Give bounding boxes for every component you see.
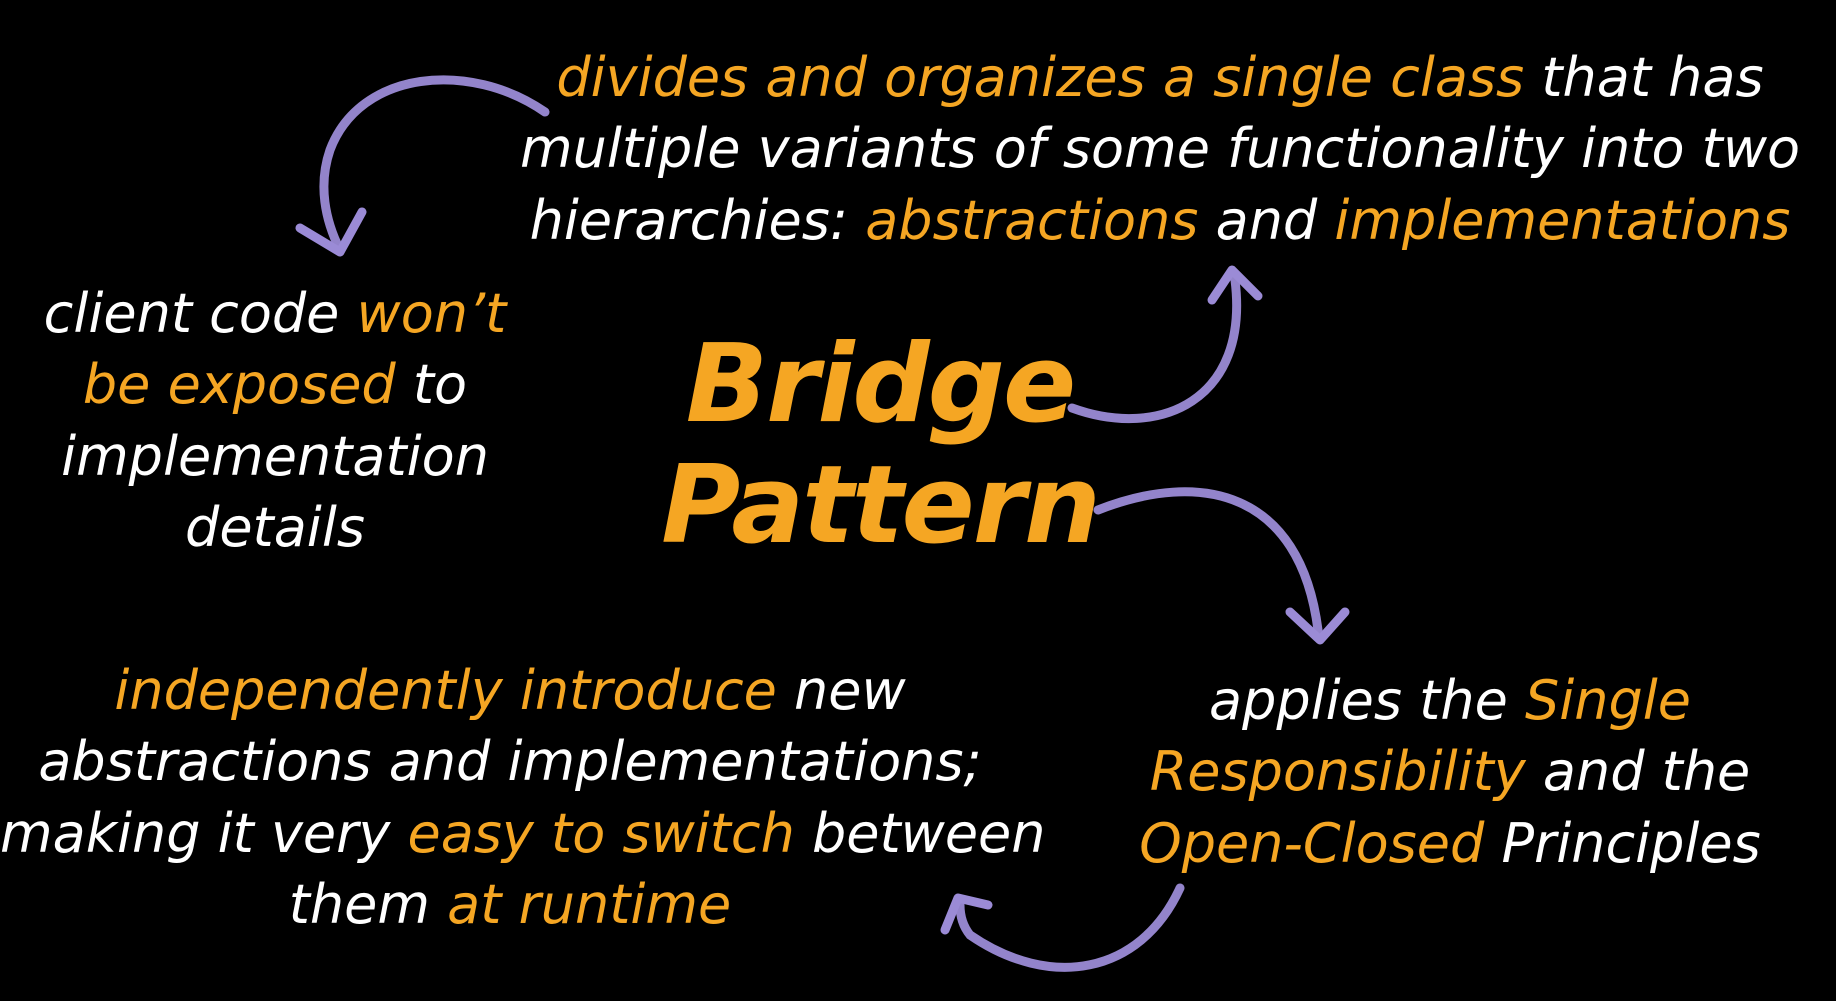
top-line-3-implementations: implementations bbox=[1334, 188, 1791, 252]
bl-line-3-text: making it very bbox=[0, 801, 408, 865]
bl-line-2: abstractions and implementations; bbox=[38, 730, 982, 794]
br-line-3-highlight: Open-Closed bbox=[1139, 811, 1485, 875]
left-line-1-text: client code bbox=[43, 282, 357, 345]
top-to-left-arrow-icon bbox=[295, 75, 550, 257]
bl-line-4: them at runtime bbox=[0, 869, 1020, 940]
bl-line-1-text: new bbox=[776, 659, 906, 722]
diagram-title: Bridge Pattern bbox=[620, 322, 1140, 568]
bl-line-4-highlight: at runtime bbox=[447, 872, 732, 936]
description-client-code: client code won’t be exposed to implemen… bbox=[0, 278, 550, 563]
left-line-2-highlight: be exposed bbox=[82, 353, 396, 417]
left-line-3: implementation bbox=[61, 424, 489, 488]
top-line-3-text: hierarchies: bbox=[529, 188, 866, 252]
top-line-3-and: and bbox=[1198, 188, 1335, 252]
br-line-1: applies the Single bbox=[1090, 665, 1810, 736]
left-line-1-highlight: won’t bbox=[356, 282, 507, 345]
br-line-3-text: Principles bbox=[1484, 811, 1761, 875]
top-line-1-text: that has bbox=[1524, 46, 1764, 109]
description-applies-principles: applies the Single Responsibility and th… bbox=[1090, 665, 1810, 879]
top-line-1: divides and organizes a single class tha… bbox=[520, 42, 1800, 113]
br-line-2-highlight: Responsibility bbox=[1149, 740, 1526, 804]
bl-line-4-text: them bbox=[288, 872, 448, 936]
top-line-2: multiple variants of some functionality … bbox=[520, 117, 1801, 181]
description-independently-introduce: independently introduce new abstractions… bbox=[0, 655, 1046, 940]
top-line-1-highlight: divides and organizes a single class bbox=[556, 46, 1525, 109]
bl-line-3-between: between bbox=[794, 801, 1046, 865]
left-line-2: be exposed to bbox=[0, 349, 550, 420]
bl-line-1: independently introduce new bbox=[0, 655, 1020, 726]
title-line-2: Pattern bbox=[661, 442, 1101, 568]
top-line-3: hierarchies: abstractions and implementa… bbox=[520, 185, 1800, 256]
br-line-2: Responsibility and the bbox=[1090, 736, 1810, 807]
description-divides-hierarchies: divides and organizes a single class tha… bbox=[520, 42, 1800, 256]
br-line-3: Open-Closed Principles bbox=[1090, 808, 1810, 879]
br-line-1-text: applies the bbox=[1209, 669, 1525, 732]
left-line-2-text: to bbox=[395, 353, 468, 417]
br-line-1-highlight: Single bbox=[1524, 669, 1691, 732]
left-line-1: client code won’t bbox=[0, 278, 550, 349]
bl-line-1-highlight: independently introduce bbox=[114, 659, 777, 722]
br-line-2-text: and the bbox=[1525, 740, 1751, 804]
bl-line-3-highlight: easy to switch bbox=[407, 801, 795, 865]
left-line-4: details bbox=[185, 495, 365, 559]
top-line-3-abstractions: abstractions bbox=[865, 188, 1199, 252]
title-line-1: Bridge bbox=[685, 322, 1076, 447]
bl-line-3: making it very easy to switch between bbox=[0, 798, 1046, 869]
